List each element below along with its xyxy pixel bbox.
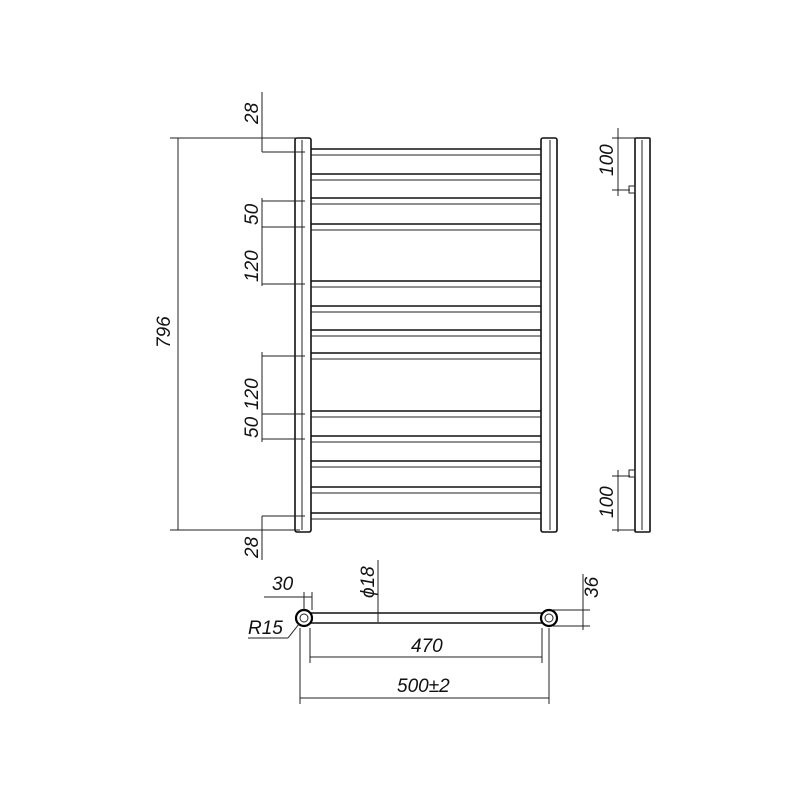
dim-pipe-diameter: ϕ18 xyxy=(358,560,379,622)
dim-bottom-offset: 28 xyxy=(242,515,305,560)
side-bracket-bottom xyxy=(628,469,636,478)
label-radius: R15 xyxy=(248,618,283,639)
dim-lower-gaps: 120 50 xyxy=(242,352,305,442)
label-pipe-diameter: ϕ18 xyxy=(358,566,379,598)
label-collector-offset: 30 xyxy=(272,574,294,595)
dim-radius: R15 xyxy=(248,618,300,639)
dim-overall-width: 500±2 xyxy=(299,628,550,704)
label-inner-width: 470 xyxy=(411,636,443,657)
top-right-collector xyxy=(539,608,559,628)
left-collector xyxy=(294,137,312,533)
label-lower-large-gap: 120 xyxy=(242,378,263,410)
label-overall-width: 500±2 xyxy=(397,676,450,697)
dim-inner-width: 470 xyxy=(309,628,543,663)
label-lower-small-gap: 50 xyxy=(242,416,263,438)
label-side-top: 100 xyxy=(597,144,618,176)
dim-upper-gaps: 50 120 xyxy=(242,198,305,286)
dim-side-top: 100 xyxy=(597,128,636,196)
dim-overall-height: 796 xyxy=(154,137,300,531)
label-upper-large-gap: 120 xyxy=(242,250,263,282)
label-overall-height: 796 xyxy=(154,316,175,348)
crossbars xyxy=(311,148,541,520)
dim-top-collector-offset: 30 xyxy=(264,574,313,610)
label-side-bottom: 100 xyxy=(597,486,618,518)
label-bottom-offset: 28 xyxy=(242,536,263,559)
top-left-collector xyxy=(294,608,314,628)
side-view: 100 100 xyxy=(597,128,651,533)
front-view xyxy=(294,137,558,533)
top-view: 30 R15 ϕ18 36 470 xyxy=(248,560,603,704)
dim-side-bottom: 100 xyxy=(597,470,636,532)
front-dimensions: 796 28 50 120 120 50 xyxy=(154,92,305,560)
dim-top-offset: 28 xyxy=(242,92,305,153)
label-upper-small-gap: 50 xyxy=(242,203,263,225)
label-depth: 36 xyxy=(582,576,603,598)
right-collector xyxy=(540,137,558,533)
dim-depth: 36 xyxy=(553,574,603,630)
label-top-offset: 28 xyxy=(242,102,263,125)
